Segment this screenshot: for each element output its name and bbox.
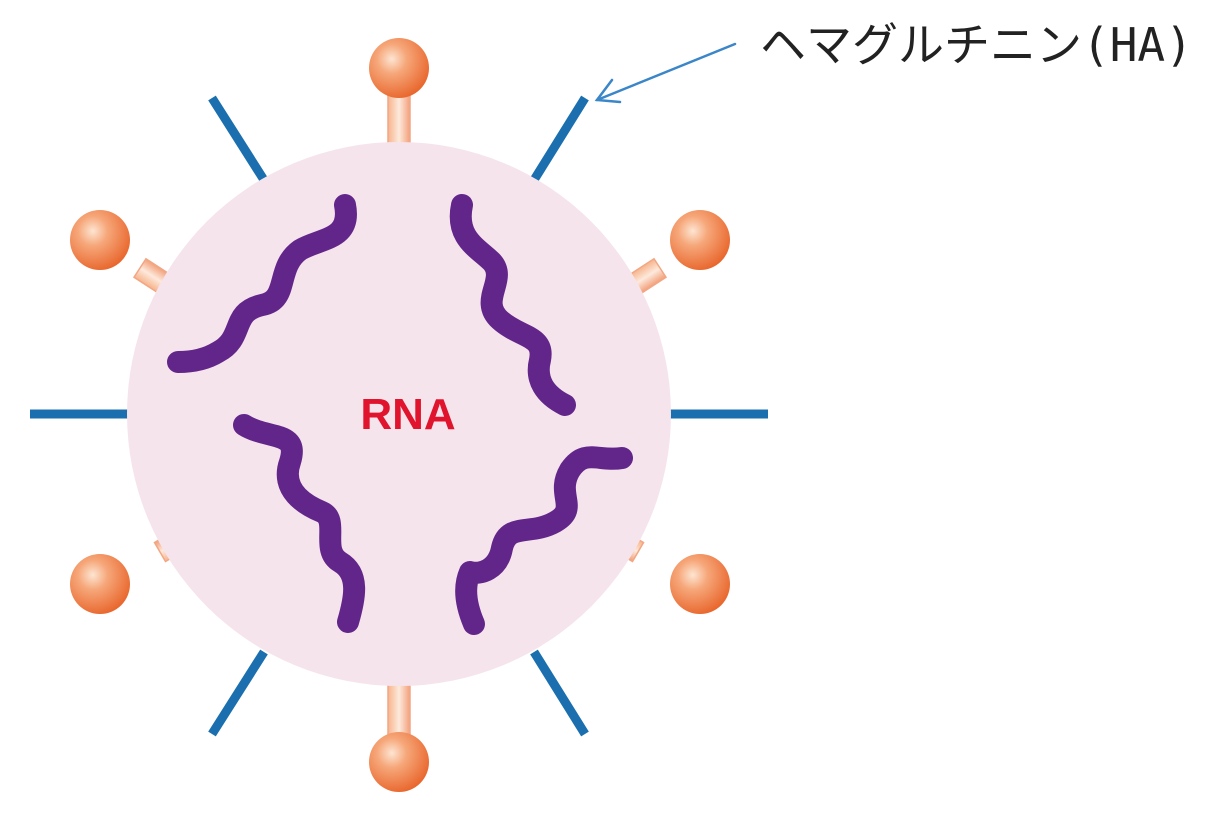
rna-strands xyxy=(167,194,633,635)
ha-spike-lower-left xyxy=(208,649,268,737)
knob-balls xyxy=(70,38,730,792)
rna-strand-lower-left xyxy=(233,414,366,633)
knob-ball-upper-left xyxy=(70,210,130,270)
knob-ball-upper-right xyxy=(670,210,730,270)
rna-strand-upper-right xyxy=(449,194,576,416)
pointer-arrow-shaft xyxy=(595,42,737,102)
hemagglutinin-spikes xyxy=(30,95,768,737)
ha-spike-lower-right xyxy=(530,649,589,737)
ha-spike-upper-left xyxy=(208,95,268,183)
pointer-arrow-head xyxy=(594,78,622,104)
knob-ball-bottom xyxy=(369,732,429,792)
ha-label: ヘマグルチニン(HA) xyxy=(760,18,1193,72)
rna-strand-lower-right xyxy=(455,446,633,635)
rna-strand-upper-left xyxy=(167,194,357,373)
pointer-arrow xyxy=(594,42,737,104)
virion-body xyxy=(127,142,671,686)
ha-spike-upper-right xyxy=(530,95,589,183)
knob-ball-top xyxy=(369,38,429,98)
rna-label: RNA xyxy=(360,390,455,439)
knob-ball-lower-right xyxy=(670,554,730,614)
knob-ball-lower-left xyxy=(70,554,130,614)
